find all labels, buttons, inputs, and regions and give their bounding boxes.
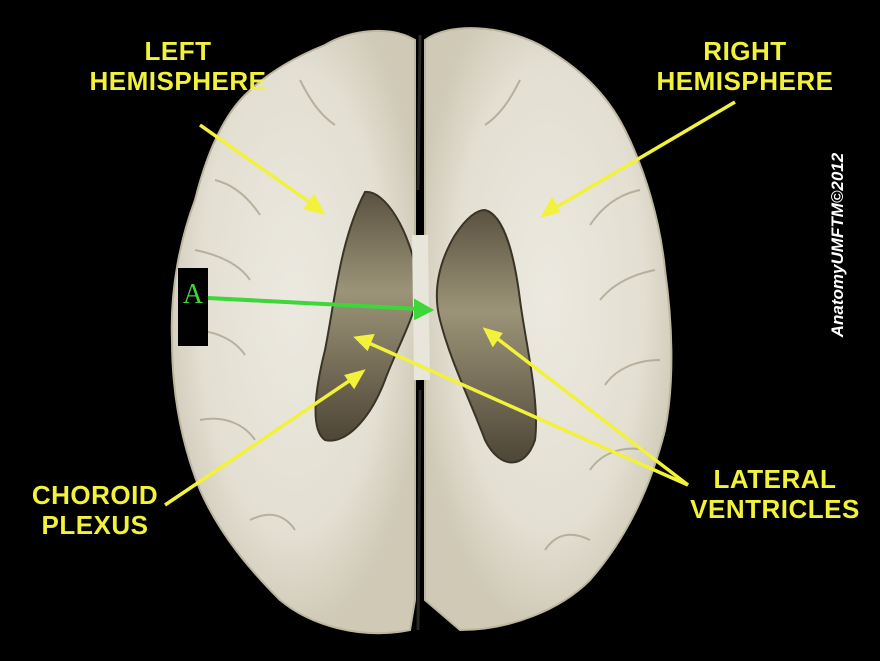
- marker-background: [178, 268, 208, 346]
- label-line: LATERAL: [713, 464, 837, 494]
- label-line: RIGHT: [703, 36, 787, 66]
- label-line: VENTRICLES: [690, 494, 860, 524]
- longitudinal-fissure: [416, 34, 422, 631]
- label-lateral-ventricles: LATERAL VENTRICLES: [690, 464, 860, 524]
- label-line: HEMISPHERE: [656, 66, 834, 96]
- left-hemisphere-shape: [170, 29, 416, 635]
- right-hemisphere-shape: [424, 27, 673, 632]
- copyright-watermark: AnatomyUMFTM©2012: [828, 152, 847, 338]
- label-arrows: [164, 100, 736, 507]
- right-lateral-ventricle: [435, 208, 537, 464]
- label-line: CHOROID: [31, 480, 159, 510]
- label-line: HEMISPHERE: [89, 66, 267, 96]
- marker-a-label: A: [182, 279, 204, 310]
- label-line: LEFT: [144, 36, 212, 66]
- label-right-hemisphere: RIGHT HEMISPHERE: [640, 36, 850, 96]
- marker-arrow: [207, 296, 435, 321]
- label-left-hemisphere: LEFT HEMISPHERE: [88, 36, 268, 96]
- label-line: PLEXUS: [41, 510, 149, 540]
- label-choroid-plexus: CHOROID PLEXUS: [20, 480, 170, 540]
